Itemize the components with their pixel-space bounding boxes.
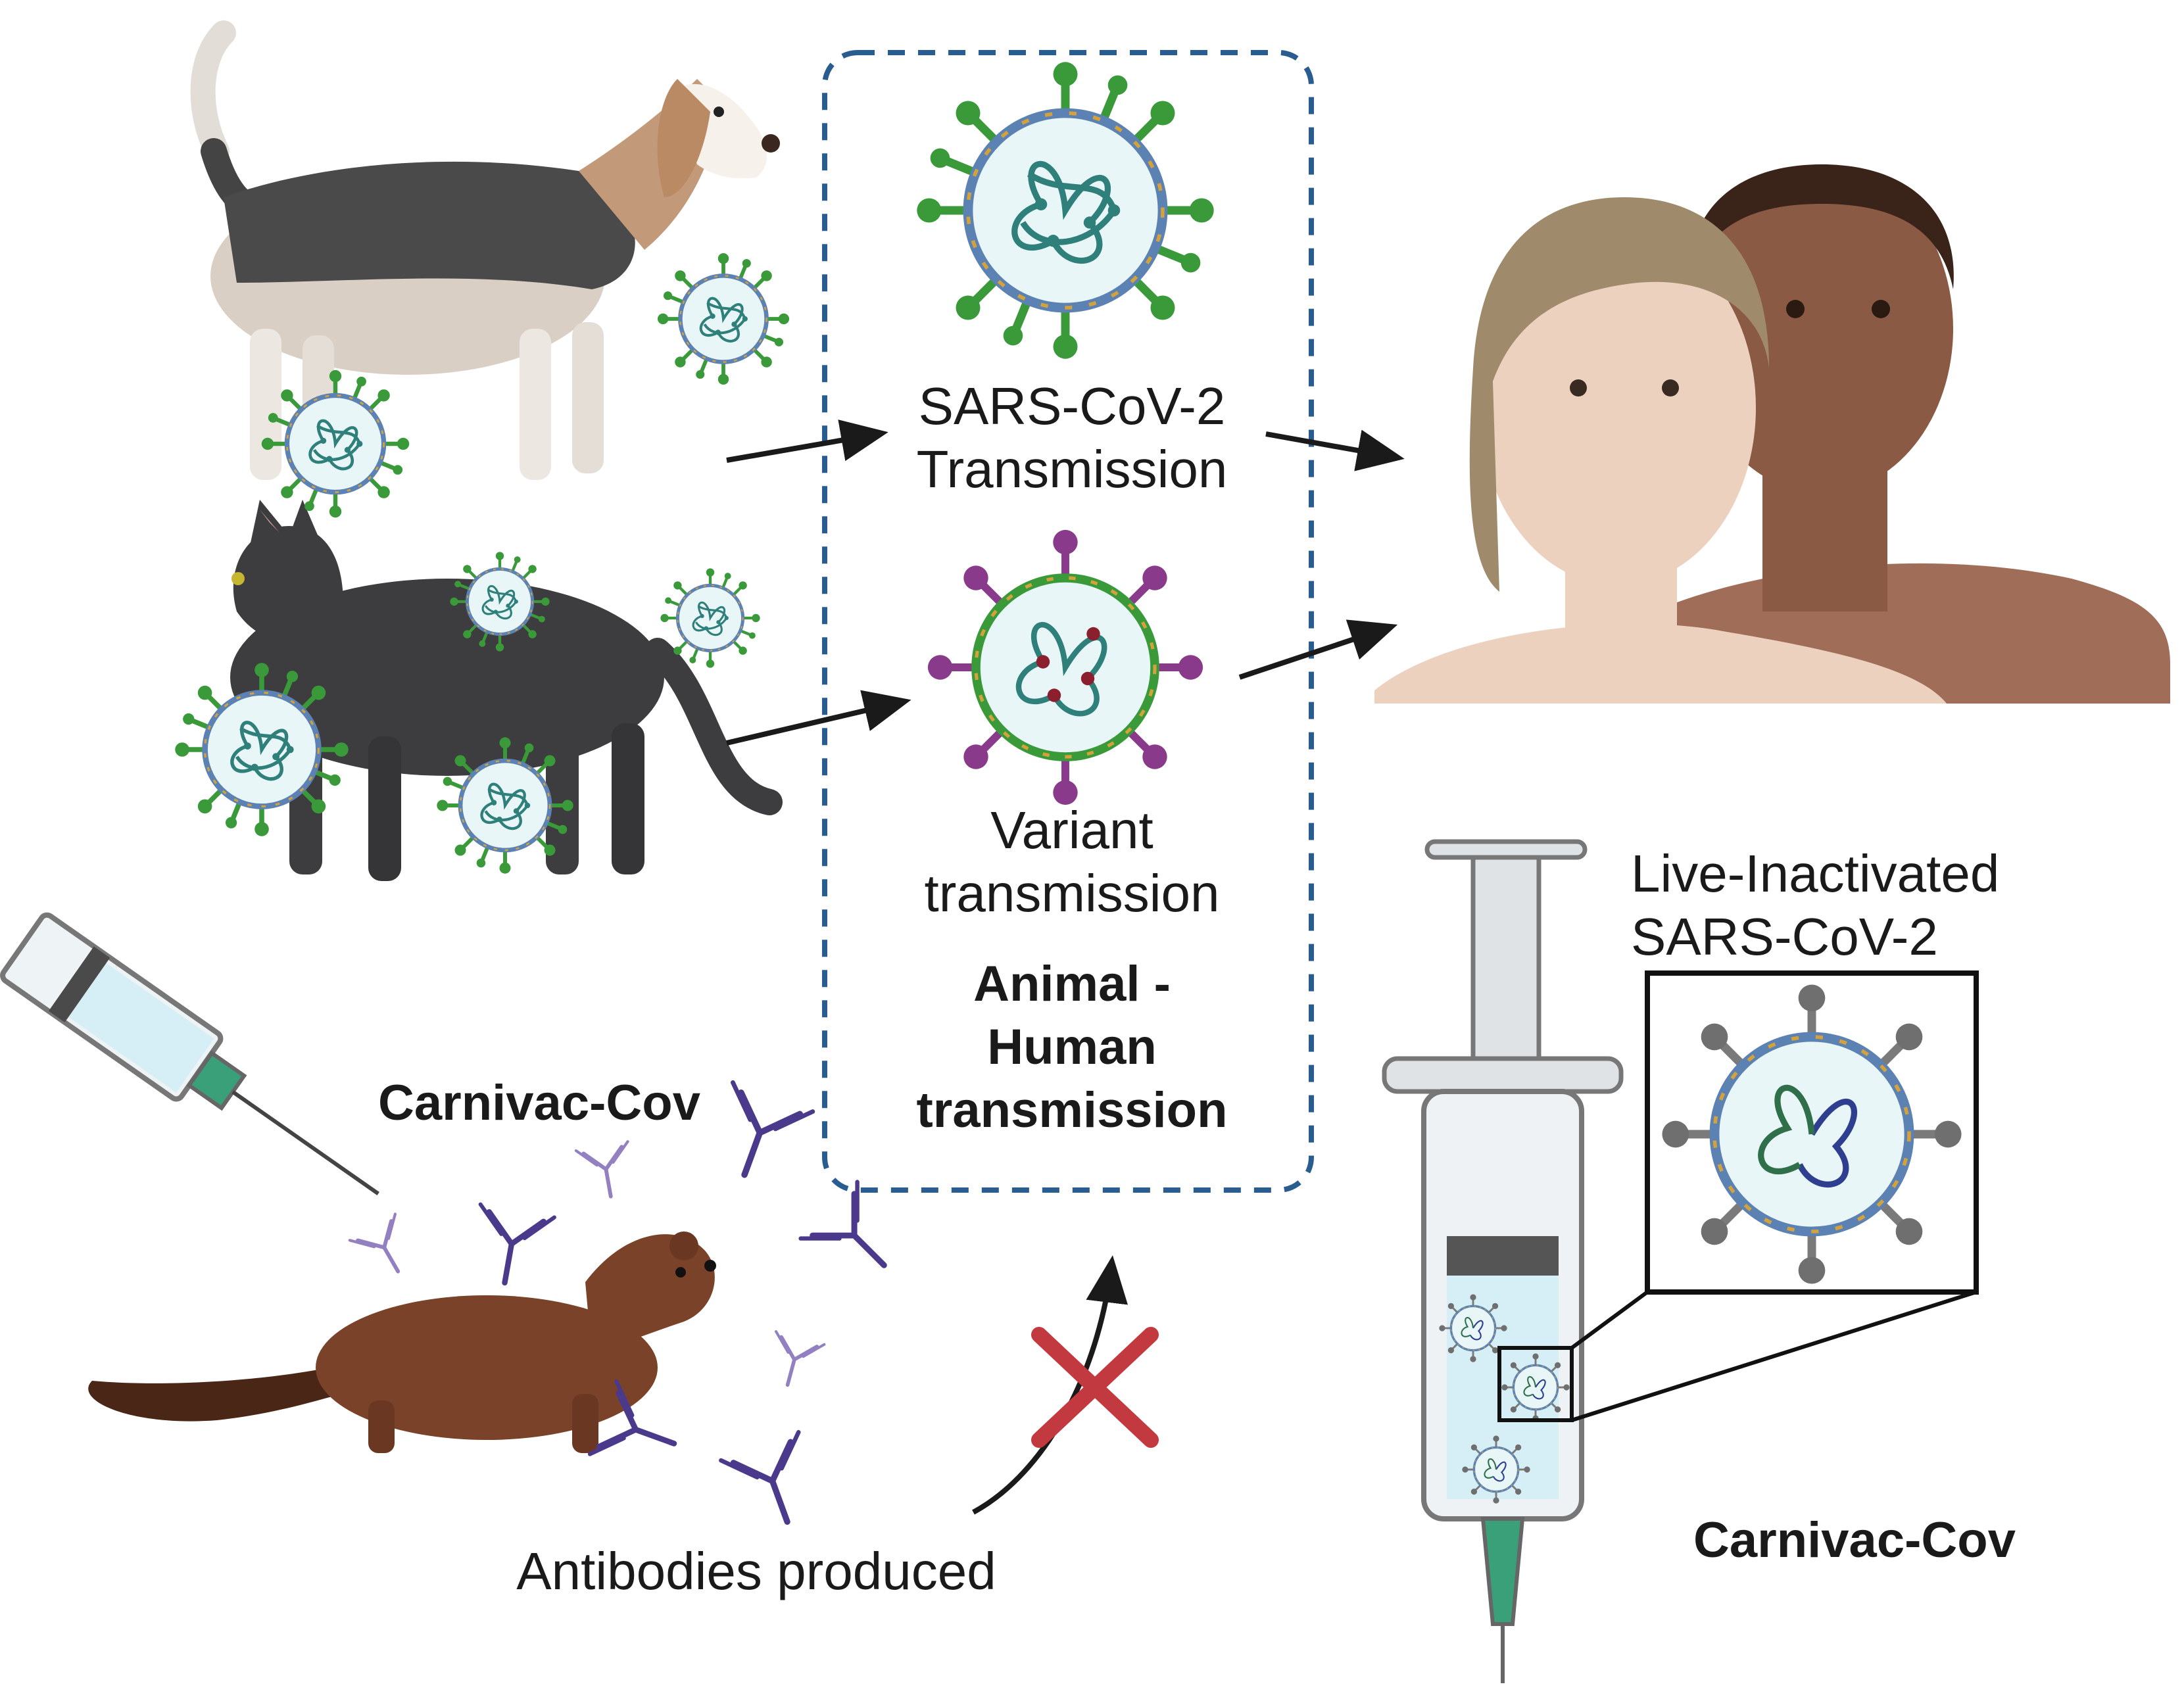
transmission-box [822, 50, 1314, 1193]
antibody-icon [721, 1432, 826, 1536]
vaccine-syringe-icon [1382, 839, 1976, 1683]
variant-label: Variant [990, 801, 1153, 859]
virus-icon [917, 62, 1213, 358]
box-title-line3: transmission [916, 1082, 1228, 1138]
inactivated-virus-icon [1662, 984, 1961, 1283]
antibody-icon [764, 1331, 825, 1391]
variant-transmission-label: transmission [924, 864, 1220, 922]
arrow-sars-to-humans [1265, 429, 1405, 471]
vaccine-label-left: Carnivac-Cov [378, 1075, 700, 1131]
antibody-icon [801, 1182, 913, 1294]
virus-icon [658, 253, 789, 385]
sars-cov-2-label: SARS-CoV-2 [918, 377, 1226, 435]
arrow-variant-to-humans [1238, 619, 1398, 680]
cat-icon [230, 500, 783, 881]
box-title-line2: Human [987, 1019, 1157, 1075]
inactivated-virus-icon [1501, 1353, 1569, 1421]
virus-icon [437, 737, 573, 873]
inactivated-virus-icon [1462, 1435, 1530, 1503]
arrow-cat-to-variant [726, 690, 911, 746]
box-title-line1: Animal - [973, 956, 1171, 1012]
dog-icon [190, 20, 780, 487]
virus-icon [660, 568, 760, 667]
blocked-x-icon [1031, 1327, 1159, 1448]
transmission-label: Transmission [916, 440, 1228, 498]
antibody-icon [576, 1141, 637, 1201]
antibody-icon [468, 1205, 554, 1289]
virus-icon [450, 552, 549, 651]
sars-cov-2-vaccine-label: SARS-CoV-2 [1631, 907, 1938, 966]
humans-icon [1374, 164, 2170, 704]
antibody-icon [350, 1214, 421, 1284]
variant-virus-icon [928, 530, 1203, 805]
virus-icon [175, 663, 349, 836]
mink-icon [88, 1232, 716, 1453]
syringe-icon [0, 912, 379, 1195]
live-inactivated-label: Live-Inactivated [1631, 844, 2000, 903]
arrow-dog-to-sars [726, 419, 888, 463]
inactivated-virus-icon [1439, 1294, 1507, 1362]
antibodies-label: Antibodies produced [516, 1542, 996, 1600]
vaccine-label-right: Carnivac-Cov [1693, 1512, 2016, 1568]
virus-icon [262, 370, 409, 517]
